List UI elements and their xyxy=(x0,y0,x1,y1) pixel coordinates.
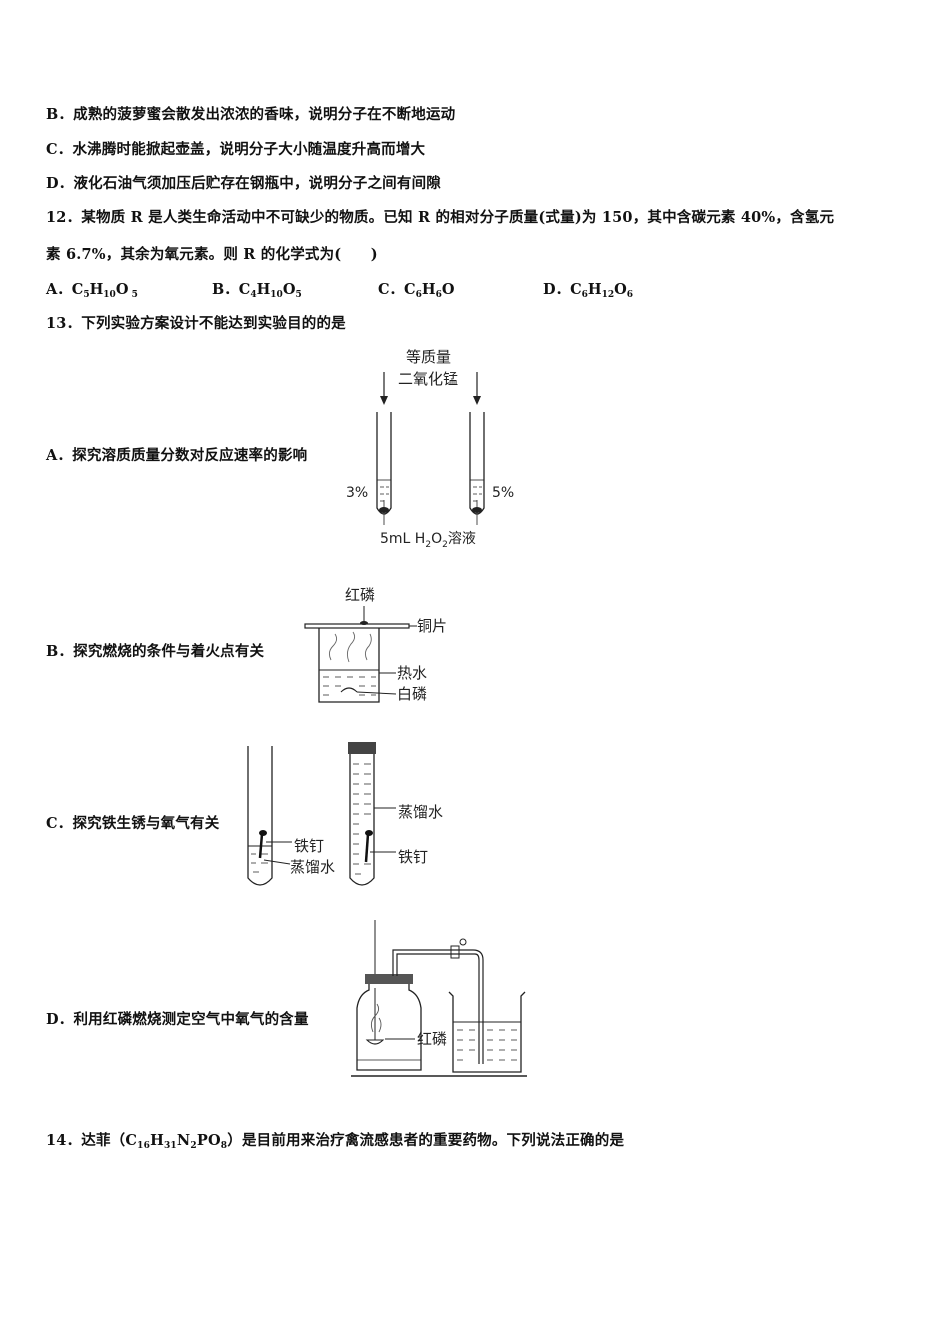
figure-b-beaker: 红磷 铜片 热水 白磷 xyxy=(304,586,447,703)
fig-c-right-water xyxy=(353,763,371,875)
fig-d-tube-top xyxy=(392,949,473,976)
fig-d-bottle xyxy=(356,984,422,1071)
fig-a-arrowhead-left xyxy=(380,396,388,405)
fig-a-label-mno2: 二氧化锰 xyxy=(398,370,458,388)
q12-stem-line1: 12．某物质 R 是人类生命活动中不可缺少的物质。已知 R 的相对分子质量(式量… xyxy=(46,209,835,226)
figure-c-test-tubes: 铁钉 蒸馏水 蒸馏水 铁钉 xyxy=(247,742,443,886)
fig-c-label-nail-left: 铁钉 xyxy=(294,837,324,855)
q12-option-b: B．C4H10O5 xyxy=(212,281,302,300)
fig-d-flame xyxy=(370,1003,382,1033)
fig-b-white-p-sample xyxy=(340,687,358,693)
fig-b-steam xyxy=(328,631,372,663)
fig-c-label-water-left: 蒸馏水 xyxy=(290,858,335,876)
fig-b-label-hot-water: 热水 xyxy=(397,664,427,682)
fig-c-label-nail-right: 铁钉 xyxy=(398,848,428,866)
fig-b-label-white-p: 白磷 xyxy=(397,685,427,703)
q11-option-d: D．液化石油气须加压后贮存在钢瓶中，说明分子之间有间隙 xyxy=(46,175,441,192)
q11-option-c: C．水沸腾时能掀起壶盖，说明分子大小随温度升高而增大 xyxy=(46,141,426,158)
q12-option-c: C．C6H6O xyxy=(378,281,455,300)
fig-b-label-copper: 铜片 xyxy=(417,617,447,635)
q12-option-a: A．C5H10O 5 xyxy=(46,281,138,300)
fig-b-copper-sheet xyxy=(304,623,410,629)
fig-c-tube-left xyxy=(247,746,273,886)
fig-d-clamp xyxy=(450,945,460,959)
q13-option-c: C．探究铁生锈与氧气有关 xyxy=(46,815,220,832)
fig-d-spoon xyxy=(365,1039,385,1045)
fig-b-beaker-body xyxy=(318,628,380,703)
fig-a-label-5pct: 5% xyxy=(492,485,514,501)
fig-a-label-equal-mass: 等质量 xyxy=(406,348,451,366)
fig-c-right-nail xyxy=(364,833,370,863)
fig-d-beaker xyxy=(448,991,526,1073)
fig-c-tube-right xyxy=(349,754,375,886)
fig-b-label-red-p: 红磷 xyxy=(345,586,375,604)
q13-option-d: D．利用红磷燃烧测定空气中氧气的含量 xyxy=(46,1011,309,1028)
fig-a-tube-left xyxy=(376,412,392,515)
q12-option-d: D．C6H12O6 xyxy=(543,281,634,300)
figure-d-apparatus: 红磷 xyxy=(351,920,527,1077)
fig-c-left-nail xyxy=(258,833,264,859)
fig-a-tube-right xyxy=(469,412,485,515)
q12-stem-line2: 素 6.7%，其余为氧元素。则 R 的化学式为( ) xyxy=(46,246,378,263)
q13-option-b: B．探究燃烧的条件与着火点有关 xyxy=(46,643,265,660)
q11-option-b: B．成熟的菠萝蜜会散发出浓浓的香味，说明分子在不断地运动 xyxy=(46,106,456,123)
fig-d-label-red-p: 红磷 xyxy=(417,1030,447,1048)
q13-option-a: A．探究溶质质量分数对反应速率的影响 xyxy=(46,447,308,464)
fig-c-stopper xyxy=(348,742,376,754)
fig-c-label-water-right: 蒸馏水 xyxy=(398,803,443,821)
fig-d-stopper xyxy=(365,974,413,984)
figure-a-test-tubes: 等质量 二氧化锰 3% 5% 5mL H2O2溶液 xyxy=(346,348,514,550)
fig-a-label-h2o2: 5mL H2O2溶液 xyxy=(380,531,476,550)
fig-a-label-3pct: 3% xyxy=(346,485,368,501)
q14-stem: 14．达菲（C16H31N2PO8）是目前用来治疗禽流感患者的重要药物。下列说法… xyxy=(46,1132,625,1151)
q13-stem: 13．下列实验方案设计不能达到实验目的的是 xyxy=(46,315,346,332)
fig-a-arrowhead-right xyxy=(473,396,481,405)
fig-d-tube-down xyxy=(472,949,484,1064)
